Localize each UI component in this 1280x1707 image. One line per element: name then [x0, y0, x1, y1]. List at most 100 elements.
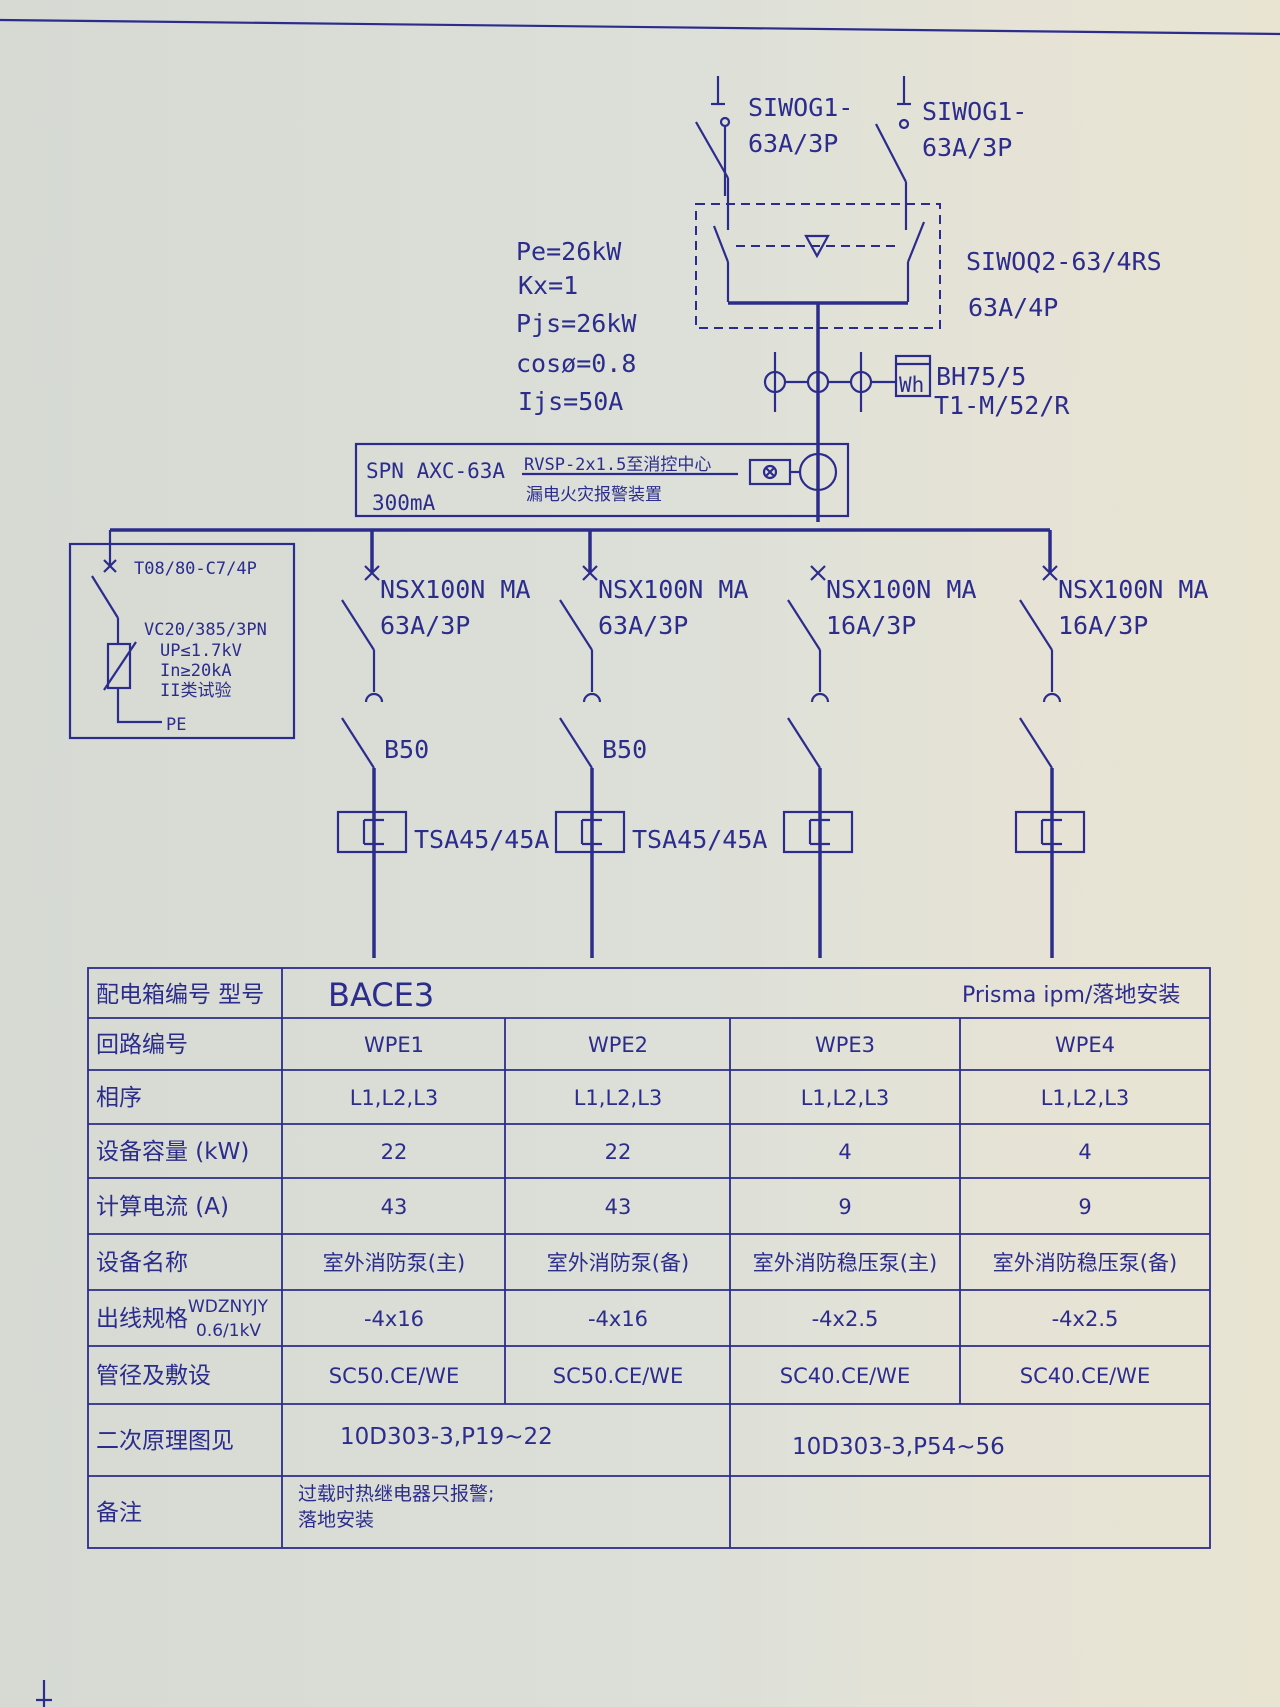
table-cell: WPE3: [815, 1033, 875, 1057]
branch-breaker-model: NSX100N MA: [1058, 575, 1209, 604]
table-cell: L1,L2,L3: [350, 1086, 439, 1110]
row-label: 回路编号: [96, 1032, 188, 1058]
calc-pe: Pe=26kW: [516, 237, 622, 266]
switch-2-rating: 63A/3P: [922, 133, 1012, 162]
table-cell: -4x16: [364, 1307, 424, 1331]
calc-ijs: Ijs=50A: [518, 387, 623, 416]
ats-model: SIWOQ2-63/4RS: [966, 247, 1162, 276]
thermal-relay-icon: [1014, 810, 1086, 854]
energy-meter: Wh BH75/5 T1-M/52/R: [894, 354, 1070, 420]
branch-breaker-rating: 16A/3P: [826, 611, 916, 640]
table-cell: 室外消防稳压泵(主): [753, 1251, 937, 1275]
branch-breaker-model: NSX100N MA: [380, 575, 531, 604]
load-calculation: Pe=26kW Kx=1 Pjs=26kW cosø=0.8 Ijs=50A: [516, 237, 637, 416]
table-cell: -4x2.5: [1052, 1307, 1119, 1331]
table-cell: WPE4: [1055, 1033, 1115, 1057]
table-cell: 室外消防稳压泵(备): [993, 1251, 1177, 1275]
table-cell: L1,L2,L3: [801, 1086, 890, 1110]
branch-breaker-model: NSX100N MA: [826, 575, 977, 604]
meter-line-2: T1-M/52/R: [934, 391, 1070, 420]
spd-pe: PE: [166, 715, 186, 735]
calc-kx: Kx=1: [518, 271, 578, 300]
surge-protector: T08/80-C7/4P VC20/385/3PN UP≤1.7kV In≥20…: [68, 530, 296, 740]
table-cell: WPE1: [364, 1033, 424, 1057]
schematic-left: 10D303-3,P19~22: [340, 1424, 553, 1450]
calc-pjs: Pjs=26kW: [516, 309, 637, 338]
remark-line-2: 落地安装: [298, 1509, 374, 1531]
branch-relay: TSA45/45A: [414, 825, 549, 854]
branch-breaker-rating: 63A/3P: [598, 611, 688, 640]
cable-spec-1: WDZNYJY: [188, 1297, 269, 1317]
table-cell: 9: [838, 1195, 851, 1219]
table-cell: 43: [381, 1195, 408, 1219]
table-cell: SC50.CE/WE: [553, 1364, 683, 1388]
table-cell: -4x16: [588, 1307, 648, 1331]
spd-in: In≥20kA: [160, 661, 232, 681]
branch-breaker-rating: 16A/3P: [1058, 611, 1148, 640]
top-border: [0, 18, 1280, 36]
leakage-model: SPN AXC-63A: [366, 459, 505, 483]
table-cell: SC40.CE/WE: [1020, 1364, 1150, 1388]
spd-up: UP≤1.7kV: [160, 641, 242, 661]
box-model: Prisma ipm/落地安装: [962, 983, 1180, 1008]
box-id: BACE3: [328, 976, 434, 1014]
row-label: 备注: [96, 1500, 142, 1526]
table-cell: 22: [605, 1140, 632, 1164]
breaker-trip-icon: [810, 565, 826, 581]
branch-circuit-4: NSX100N MA 16A/3P: [1014, 530, 1209, 958]
row-label: 出线规格: [96, 1306, 188, 1332]
spd-model: VC20/385/3PN: [144, 620, 267, 640]
ats-rating: 63A/4P: [968, 293, 1058, 322]
meter-line-1: BH75/5: [936, 362, 1026, 391]
spd-breaker: T08/80-C7/4P: [134, 559, 257, 579]
leakage-cable: RVSP-2x1.5至消控中心: [524, 455, 711, 475]
bottom-mark: [36, 1680, 52, 1707]
switch-1-model: SIWOG1-: [748, 93, 853, 122]
row-label: 相序: [96, 1085, 142, 1111]
row-label: 二次原理图见: [96, 1428, 234, 1454]
breaker-trip-icon: [1042, 565, 1058, 581]
remark-line-1: 过载时热继电器只报警;: [298, 1483, 494, 1505]
branch-breaker-model: NSX100N MA: [598, 575, 749, 604]
thermal-relay-icon: [782, 810, 854, 854]
breaker-trip-icon: [582, 565, 598, 581]
row-label: 设备名称: [96, 1250, 188, 1276]
table-cell: 室外消防泵(主): [323, 1251, 465, 1275]
alarm-icon: [762, 464, 778, 480]
table-cell: L1,L2,L3: [1041, 1086, 1130, 1110]
breaker-trip-icon: [364, 565, 380, 581]
table-cell: L1,L2,L3: [574, 1086, 663, 1110]
table-cell: -4x2.5: [812, 1307, 879, 1331]
table-cell: SC40.CE/WE: [780, 1364, 910, 1388]
leakage-current: 300mA: [372, 491, 436, 515]
branch-contactor: B50: [602, 735, 647, 764]
incoming-switch-1: SIWOG1- 63A/3P: [695, 76, 853, 230]
ats-switch: SIWOQ2-63/4RS 63A/4P: [695, 203, 1162, 329]
leakage-alarm: SPN AXC-63A 300mA RVSP-2x1.5至消控中心 漏电火灾报警…: [354, 442, 850, 518]
table-cell: SC50.CE/WE: [329, 1364, 459, 1388]
cable-spec-2: 0.6/1kV: [196, 1321, 261, 1341]
ats-triangle-icon: [804, 234, 830, 259]
table-cell: 4: [1078, 1140, 1091, 1164]
row-label: 管径及敷设: [96, 1363, 211, 1389]
box-label: 配电箱编号 型号: [96, 982, 264, 1008]
calc-cos: cosø=0.8: [516, 349, 636, 378]
branch-breaker-rating: 63A/3P: [380, 611, 470, 640]
branch-circuit-3: NSX100N MA 16A/3P: [782, 565, 977, 958]
switch-1-rating: 63A/3P: [748, 129, 838, 158]
spd-class: II类试验: [160, 681, 231, 701]
schematic-right: 10D303-3,P54~56: [792, 1434, 1005, 1460]
row-label: 设备容量 (kW): [96, 1139, 249, 1165]
branch-contactor: B50: [384, 735, 429, 764]
thermal-relay-icon: [554, 810, 626, 854]
current-transformers: [763, 352, 896, 412]
branch-relay: TSA45/45A: [632, 825, 767, 854]
table-cell: 9: [1078, 1195, 1091, 1219]
meter-symbol: Wh: [899, 373, 924, 397]
